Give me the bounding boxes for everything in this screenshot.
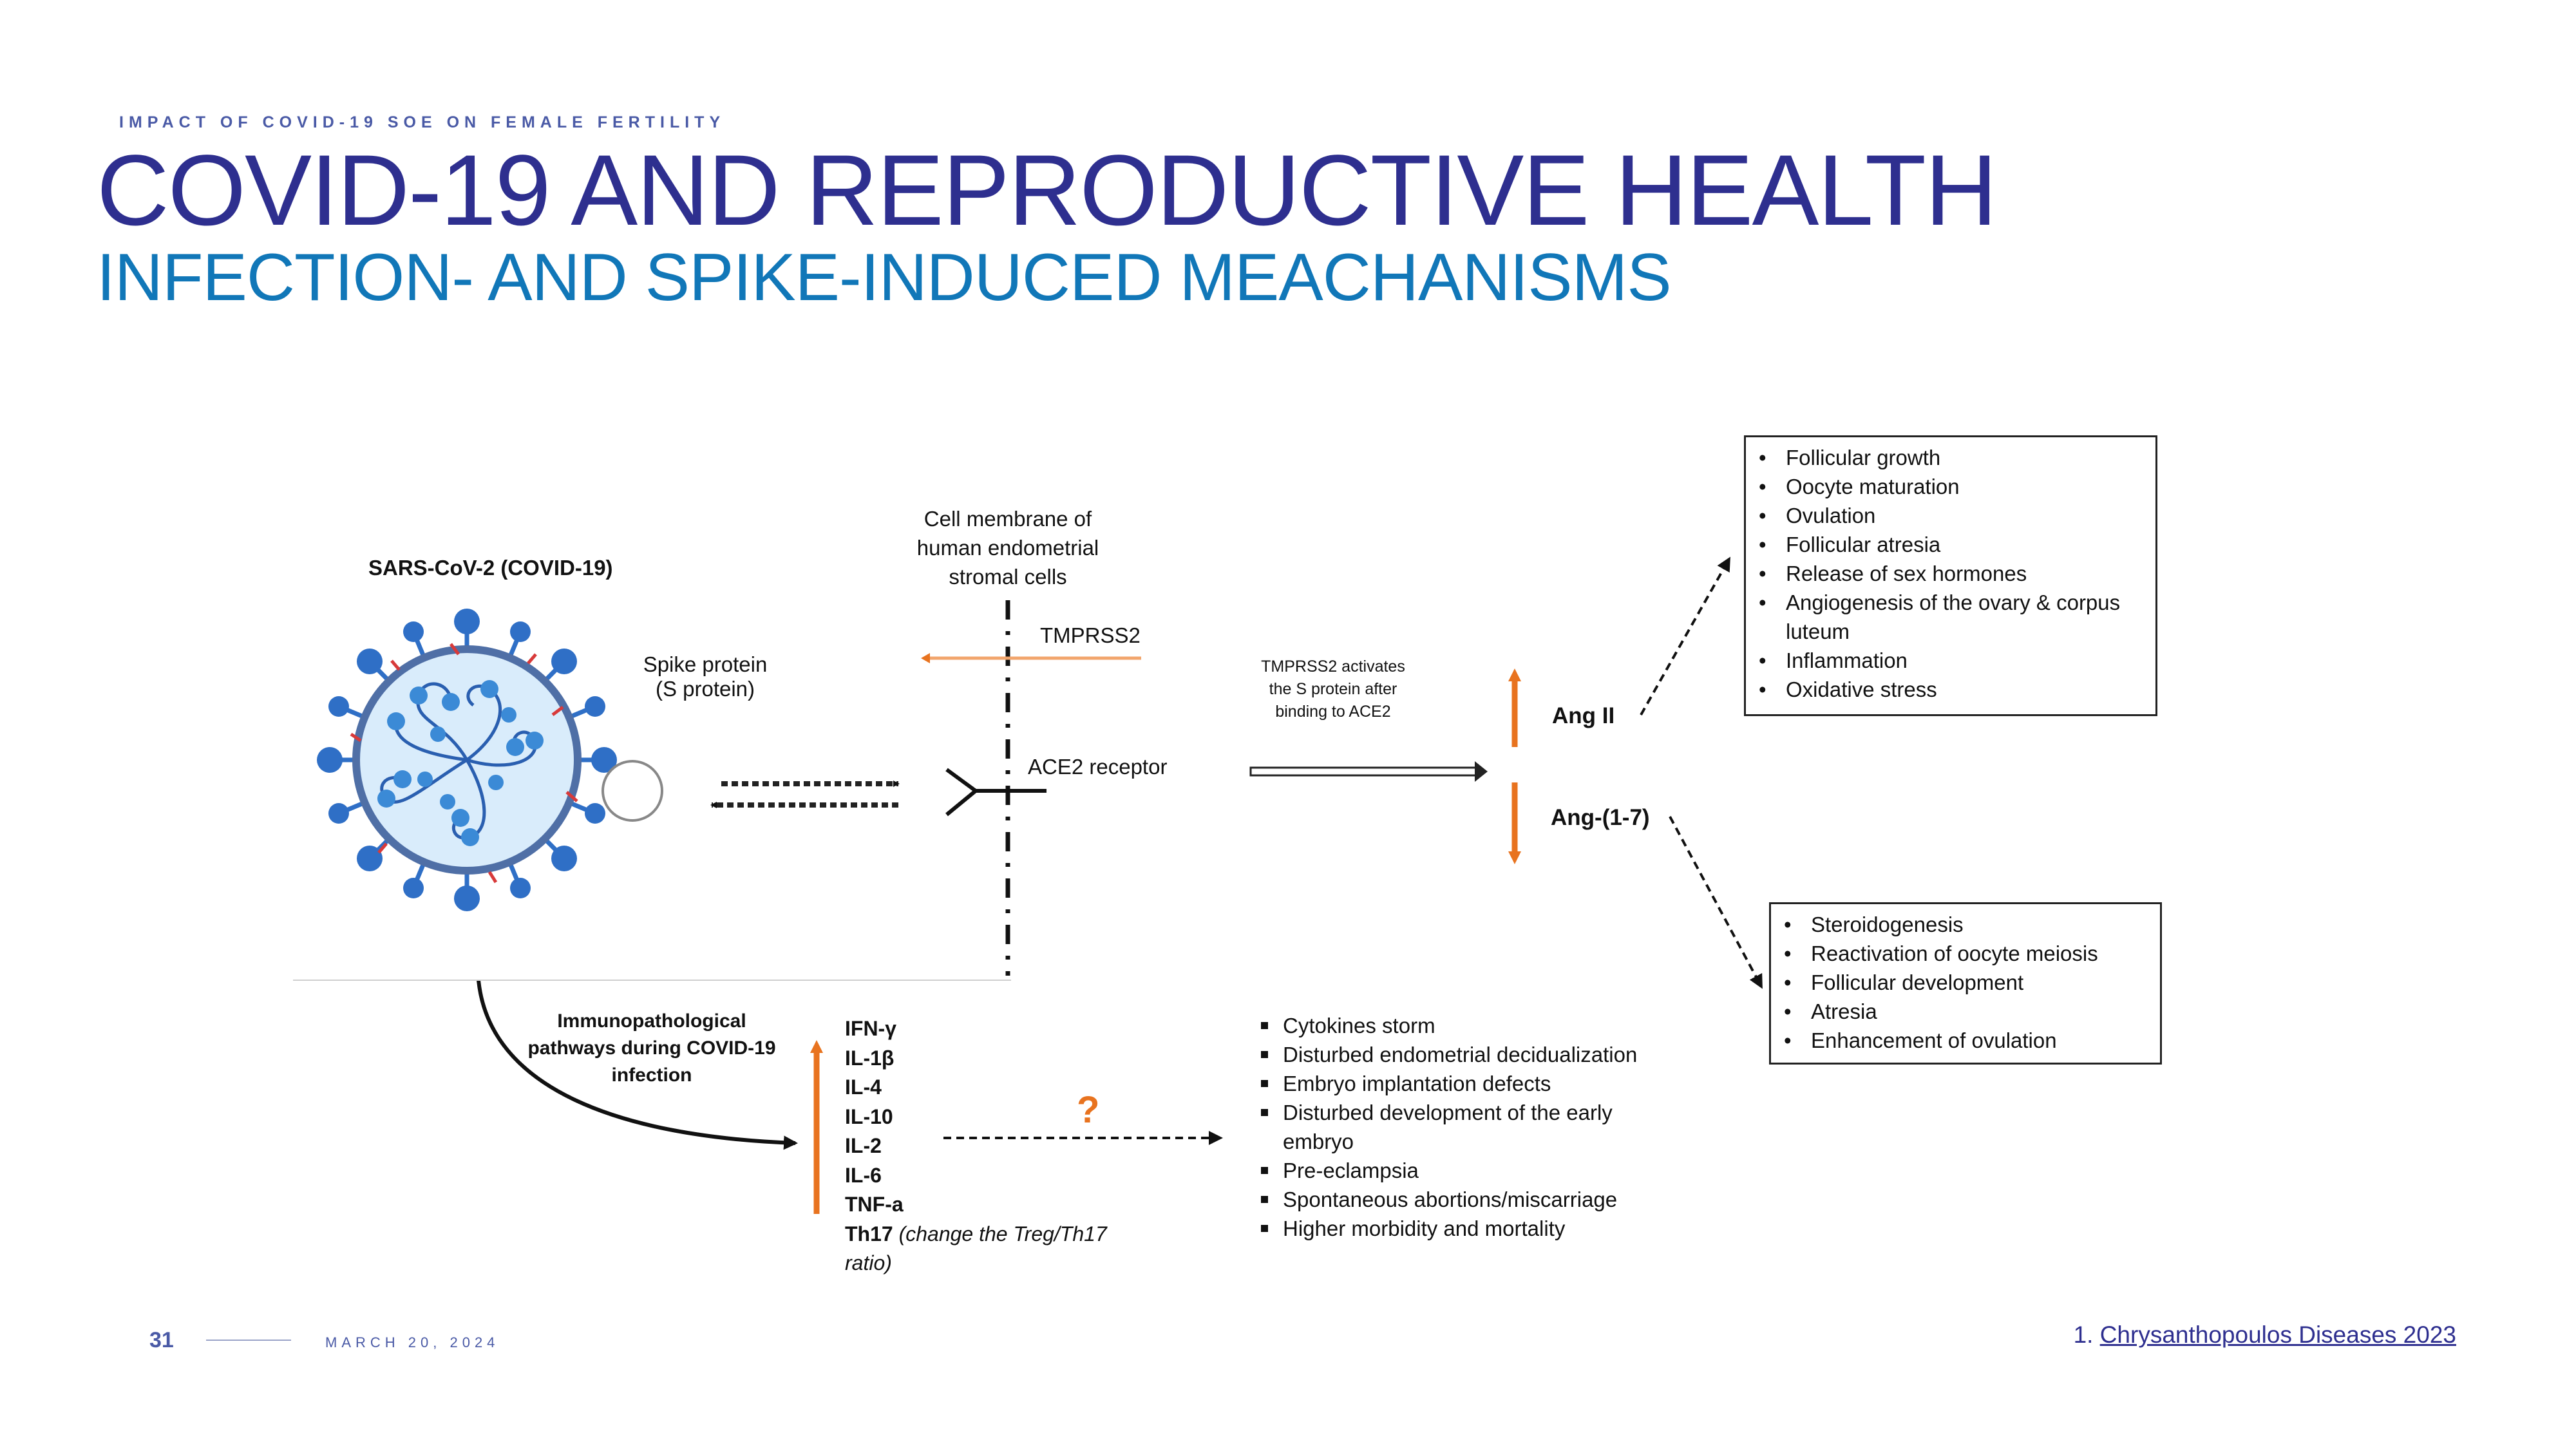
footer-divider xyxy=(206,1340,291,1341)
page-title: COVID-19 AND REPRODUCTIVE HEALTH xyxy=(97,135,1998,247)
list-item: Follicular growth xyxy=(1746,443,2155,472)
sars-cov-2-virus-icon xyxy=(317,609,663,911)
list-item: IL-6 xyxy=(845,1163,882,1187)
immuno-curve-arrow xyxy=(477,980,798,1150)
citation-link[interactable]: Chrysanthopoulos Diseases 2023 xyxy=(2099,1321,2456,1348)
ang17-effects-list: Steroidogenesis Reactivation of oocyte m… xyxy=(1771,910,2160,1055)
list-item: Disturbed endometrial decidualization xyxy=(1257,1040,1637,1069)
virus-label: SARS-CoV-2 (COVID-19) xyxy=(368,556,613,580)
list-item: IL-1β xyxy=(845,1046,895,1070)
list-item: Cytokines storm xyxy=(1257,1011,1637,1040)
list-item: Ovulation xyxy=(1746,501,2155,530)
outcomes-panel: Cytokines storm Disturbed endometrial de… xyxy=(1257,1011,1637,1243)
activation-line-2: the S protein after xyxy=(1269,680,1397,698)
list-item: Atresia xyxy=(1771,997,2160,1026)
page-subtitle: INFECTION- AND SPIKE-INDUCED MEACHANISMS xyxy=(97,240,1672,315)
list-item-continuation: embryo xyxy=(1283,1130,1354,1153)
ang17-effects-arrow xyxy=(1669,816,1763,989)
th17-note: (change the Treg/Th17 xyxy=(898,1222,1107,1245)
list-item: Disturbed development of the early xyxy=(1257,1098,1637,1127)
footer-date: MARCH 20, 2024 xyxy=(325,1334,500,1350)
ang2-effects-list: Follicular growth Oocyte maturation Ovul… xyxy=(1746,443,2155,704)
list-item: Pre-eclampsia xyxy=(1257,1156,1637,1185)
th17-line: Th17 (change the Treg/Th17 xyxy=(845,1220,1107,1249)
activation-line-3: binding to ACE2 xyxy=(1275,703,1391,721)
list-item: Embryo implantation defects xyxy=(1257,1069,1637,1098)
ang2-effects-arrow xyxy=(1640,556,1730,715)
spike-label-line-1: Spike protein xyxy=(643,652,768,676)
list-item: Higher morbidity and mortality xyxy=(1257,1214,1637,1243)
activation-note: TMPRSS2 activates the S protein after bi… xyxy=(1249,656,1417,723)
ace2-label: ACE2 receptor xyxy=(1028,755,1168,779)
tmprss2-label: TMPRSS2 xyxy=(1040,623,1141,647)
ang17-effects-box: Steroidogenesis Reactivation of oocyte m… xyxy=(1769,902,2162,1065)
list-item: TNF-a xyxy=(845,1193,904,1216)
immuno-label: Immunopathological pathways during COVID… xyxy=(523,1008,781,1089)
cytokines-list: IFN-γ IL-1β IL-4 IL-10 IL-2 IL-6 TNF-a xyxy=(845,1014,1107,1220)
list-item: Inflammation xyxy=(1746,646,2155,675)
th17-label: Th17 xyxy=(845,1222,893,1245)
citation-number: 1. xyxy=(2073,1321,2094,1348)
list-item: Follicular atresia xyxy=(1746,530,2155,559)
ang2-label: Ang II xyxy=(1552,703,1615,728)
spike-label: Spike protein (S protein) xyxy=(634,652,776,701)
list-item: Spontaneous abortions/miscarriage xyxy=(1257,1185,1637,1214)
membrane-label-line-1: Cell membrane of xyxy=(923,507,1092,531)
membrane-label-line-2: human endometrial xyxy=(916,536,1099,560)
activation-line-1: TMPRSS2 activates xyxy=(1261,658,1405,676)
list-item-continuation: luteum xyxy=(1786,620,1850,643)
list-item: Oxidative stress xyxy=(1746,675,2155,704)
list-item: Release of sex hormones xyxy=(1746,559,2155,588)
list-item: Enhancement of ovulation xyxy=(1771,1026,2160,1055)
outcomes-list: Cytokines storm Disturbed endometrial de… xyxy=(1257,1011,1637,1243)
cytokines-panel: IFN-γ IL-1β IL-4 IL-10 IL-2 IL-6 TNF-a T… xyxy=(845,1014,1107,1278)
spike-label-line-2: (S protein) xyxy=(655,677,755,701)
ang17-label: Ang-(1-7) xyxy=(1551,805,1650,830)
list-item: Steroidogenesis xyxy=(1771,910,2160,939)
list-item: Follicular development xyxy=(1771,968,2160,997)
list-item: IL-10 xyxy=(845,1104,893,1128)
list-item: Angiogenesis of the ovary & corpus xyxy=(1746,588,2155,617)
section-eyebrow: IMPACT OF COVID-19 SOE ON FEMALE FERTILI… xyxy=(119,113,726,131)
unknown-link-question: ? xyxy=(1077,1089,1100,1131)
page-number: 31 xyxy=(149,1328,174,1352)
ace2-receptor-icon xyxy=(945,768,1046,817)
ang2-effects-box: Follicular growth Oocyte maturation Ovul… xyxy=(1744,435,2157,716)
list-item: IL-4 xyxy=(845,1075,882,1099)
list-item: IFN-γ xyxy=(845,1017,896,1040)
membrane-label: Cell membrane of human endometrial strom… xyxy=(902,504,1114,591)
membrane-label-line-3: stromal cells xyxy=(949,565,1067,589)
list-item: Reactivation of oocyte meiosis xyxy=(1771,939,2160,968)
immuno-label-line-3: infection xyxy=(611,1065,692,1086)
list-item: Oocyte maturation xyxy=(1746,472,2155,501)
activation-arrow xyxy=(1249,761,1488,782)
citation: 1. Chrysanthopoulos Diseases 2023 xyxy=(2074,1321,2456,1349)
immuno-label-line-1: Immunopathological xyxy=(557,1010,746,1032)
th17-note-cont: ratio) xyxy=(845,1251,892,1274)
immuno-label-line-2: pathways during COVID-19 xyxy=(527,1037,776,1059)
list-item: IL-2 xyxy=(845,1134,882,1157)
